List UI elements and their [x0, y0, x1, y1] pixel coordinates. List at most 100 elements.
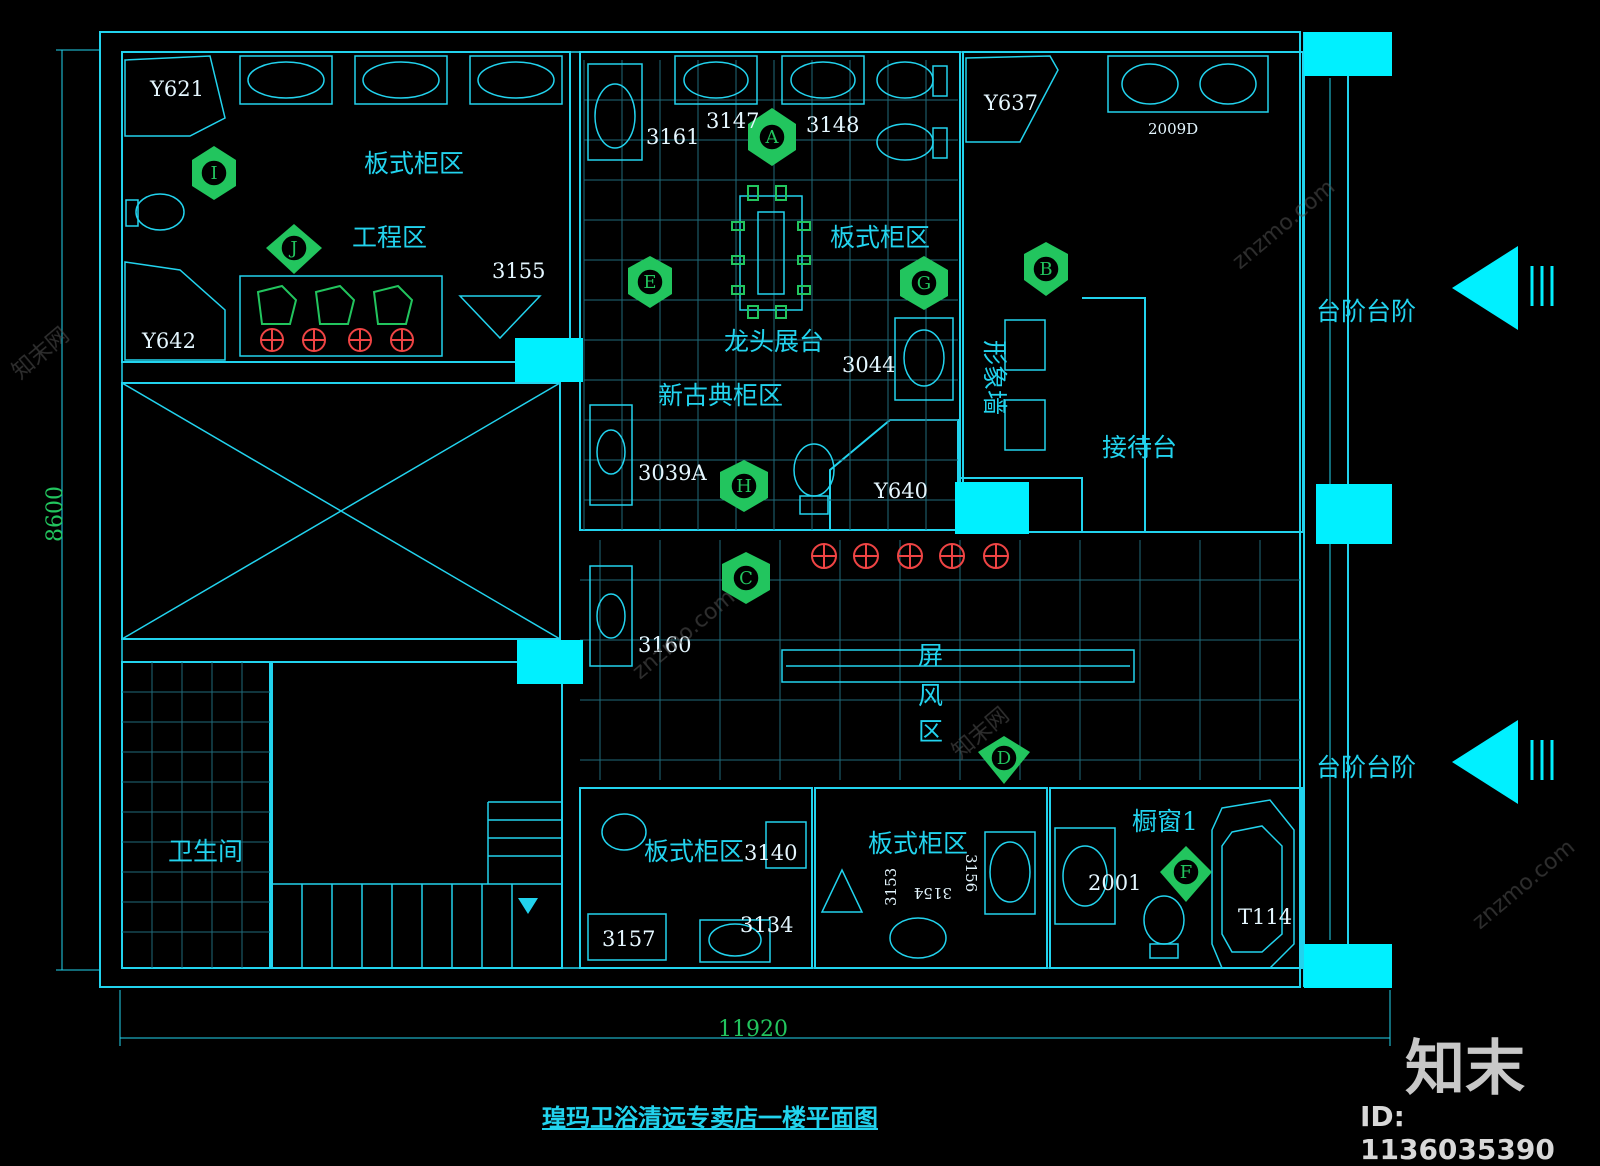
basin-icon — [362, 61, 440, 99]
basin-icon — [1199, 63, 1257, 105]
product-code: 3155 — [492, 259, 545, 283]
zone-label: 台阶台阶 — [1316, 753, 1416, 782]
basin-icon — [708, 923, 762, 957]
zone-label: 风 — [918, 681, 943, 710]
faucet-display-table — [739, 195, 803, 311]
product-code: 3148 — [806, 113, 859, 137]
zone-label: 橱窗1 — [1132, 807, 1198, 836]
basin-icon — [247, 61, 325, 99]
toilet-icon — [135, 193, 185, 231]
toilet-icon — [601, 813, 647, 851]
basin-icon — [683, 61, 749, 99]
corner-basin-icon — [458, 295, 542, 340]
toilet-icon — [1143, 895, 1185, 945]
faucet-icon — [256, 284, 298, 325]
stair-treads — [272, 801, 562, 968]
outer-wall — [99, 31, 1301, 988]
view-marker-label: G — [917, 273, 931, 294]
spotlight-icon — [302, 328, 326, 352]
product-code: 3039A — [638, 461, 707, 485]
zone-label: 卫生间 — [168, 837, 243, 866]
bottom-room-1 — [579, 787, 813, 969]
zone-label: 板式柜区 — [830, 223, 930, 252]
basin-icon — [903, 329, 945, 387]
view-marker-label: B — [1039, 259, 1052, 280]
watermark-text: 知末网 — [8, 323, 75, 385]
bottom-room-3 — [1049, 787, 1303, 969]
product-code: 3157 — [602, 927, 655, 951]
watermark-text: znzmo.com — [1468, 835, 1580, 935]
basin-icon — [596, 429, 626, 475]
product-code: 3147 — [706, 109, 759, 133]
faucet-icon — [314, 284, 356, 325]
dimension-width: 11920 — [718, 1017, 788, 1042]
product-code: 2009D — [1148, 120, 1198, 138]
view-marker-label: A — [765, 127, 780, 148]
watermark-brand: 知末 — [1405, 1034, 1525, 1104]
stair-void — [121, 382, 561, 640]
tile-grid-floor — [580, 540, 1300, 780]
basin-icon — [989, 841, 1031, 903]
engineering-display — [239, 275, 443, 357]
engineering-room — [121, 51, 571, 363]
basin-icon — [596, 593, 626, 639]
restroom-room — [121, 661, 271, 969]
view-marker-label: H — [736, 476, 752, 497]
tile-grid-restroom — [122, 662, 270, 968]
drawing-title: 瑝玛卫浴清远专卖店一楼平面图 — [542, 1103, 878, 1132]
product-code: Y640 — [873, 479, 928, 503]
zone-label: 板式柜区 — [868, 829, 968, 858]
stair-room — [271, 661, 563, 969]
product-code: 3153 — [882, 868, 900, 906]
basin-icon — [1121, 63, 1179, 105]
toilet-icon — [793, 443, 835, 497]
product-code: 3044 — [842, 353, 895, 377]
product-code: 3160 — [638, 633, 691, 657]
watermark-text: znzmo.com — [1228, 175, 1340, 275]
y640-partition — [829, 419, 959, 530]
product-code: Y637 — [983, 91, 1038, 115]
view-marker-label: E — [643, 272, 656, 293]
dimension-height: 8600 — [43, 486, 68, 542]
product-code: 3134 — [740, 913, 793, 937]
zone-label: 台阶台阶 — [1316, 297, 1416, 326]
bathtub-icon — [1211, 799, 1295, 969]
inner-wall — [121, 51, 1305, 969]
spotlight-icon — [390, 328, 414, 352]
zone-label: 板式柜区 — [364, 149, 464, 178]
product-code: Y642 — [141, 329, 196, 353]
corner-basin-icon — [820, 868, 864, 913]
basin-icon — [1062, 845, 1108, 907]
view-marker-label: I — [210, 163, 217, 184]
center-display-room — [579, 51, 961, 531]
corner-tub-icon — [965, 55, 1059, 143]
basin-icon — [889, 917, 947, 959]
spotlight-icon — [348, 328, 372, 352]
zone-label: 形象墙 — [980, 340, 1009, 415]
view-marker-label: F — [1180, 862, 1193, 883]
faucet-icon — [372, 284, 414, 325]
zone-label: 接待台 — [1102, 433, 1177, 462]
zone-label: 屏 — [918, 641, 943, 670]
corner-tub-icon — [124, 261, 226, 361]
product-code: 2001 — [1088, 871, 1141, 895]
basin-icon — [477, 61, 555, 99]
column — [517, 640, 583, 684]
entrance-arrow-icon — [1452, 246, 1518, 330]
view-marker-label: D — [997, 748, 1011, 769]
product-code: T114 — [1238, 905, 1292, 929]
basin-icon — [594, 83, 636, 149]
toilet-icon — [876, 123, 934, 161]
view-marker-label: J — [288, 238, 297, 259]
product-code: 3156 — [962, 854, 980, 892]
spotlight-icon — [260, 328, 284, 352]
column — [1304, 32, 1392, 76]
column — [515, 338, 583, 382]
zone-label: 工程区 — [352, 223, 427, 252]
view-marker-label: C — [739, 568, 753, 589]
product-code: 3140 — [744, 841, 797, 865]
column — [1316, 484, 1392, 544]
entrance-arrow-icon — [1452, 720, 1518, 804]
corner-tub-icon — [124, 55, 226, 137]
